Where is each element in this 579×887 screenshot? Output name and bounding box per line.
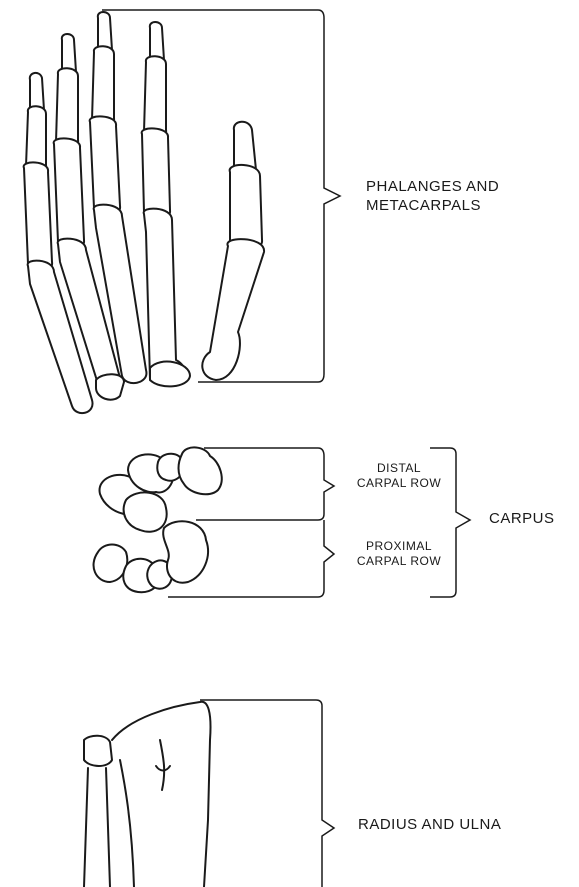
proximal-label-line1: PROXIMAL bbox=[346, 539, 452, 554]
phalanges-label-line1: PHALANGES AND bbox=[366, 178, 499, 197]
phalanges-label-line2: METACARPALS bbox=[366, 197, 499, 216]
carpus-label-text: CARPUS bbox=[489, 510, 555, 529]
proximal-label-line2: CARPAL ROW bbox=[346, 554, 452, 569]
radius-ulna-label: RADIUS AND ULNA bbox=[358, 816, 501, 835]
radius-ulna-label-text: RADIUS AND ULNA bbox=[358, 816, 501, 835]
distal-carpal-row-label: DISTAL CARPAL ROW bbox=[346, 461, 452, 491]
phalanges-metacarpals-illustration bbox=[24, 12, 264, 413]
radius-ulna-bracket bbox=[200, 700, 334, 887]
distal-carpal-row-illustration bbox=[100, 447, 222, 531]
distal-label-line1: DISTAL bbox=[346, 461, 452, 476]
phalanges-metacarpals-label: PHALANGES AND METACARPALS bbox=[366, 178, 499, 216]
distal-label-line2: CARPAL ROW bbox=[346, 476, 452, 491]
carpus-label: CARPUS bbox=[489, 510, 555, 529]
radius-ulna-illustration bbox=[84, 702, 211, 887]
proximal-carpal-row-label: PROXIMAL CARPAL ROW bbox=[346, 539, 452, 569]
